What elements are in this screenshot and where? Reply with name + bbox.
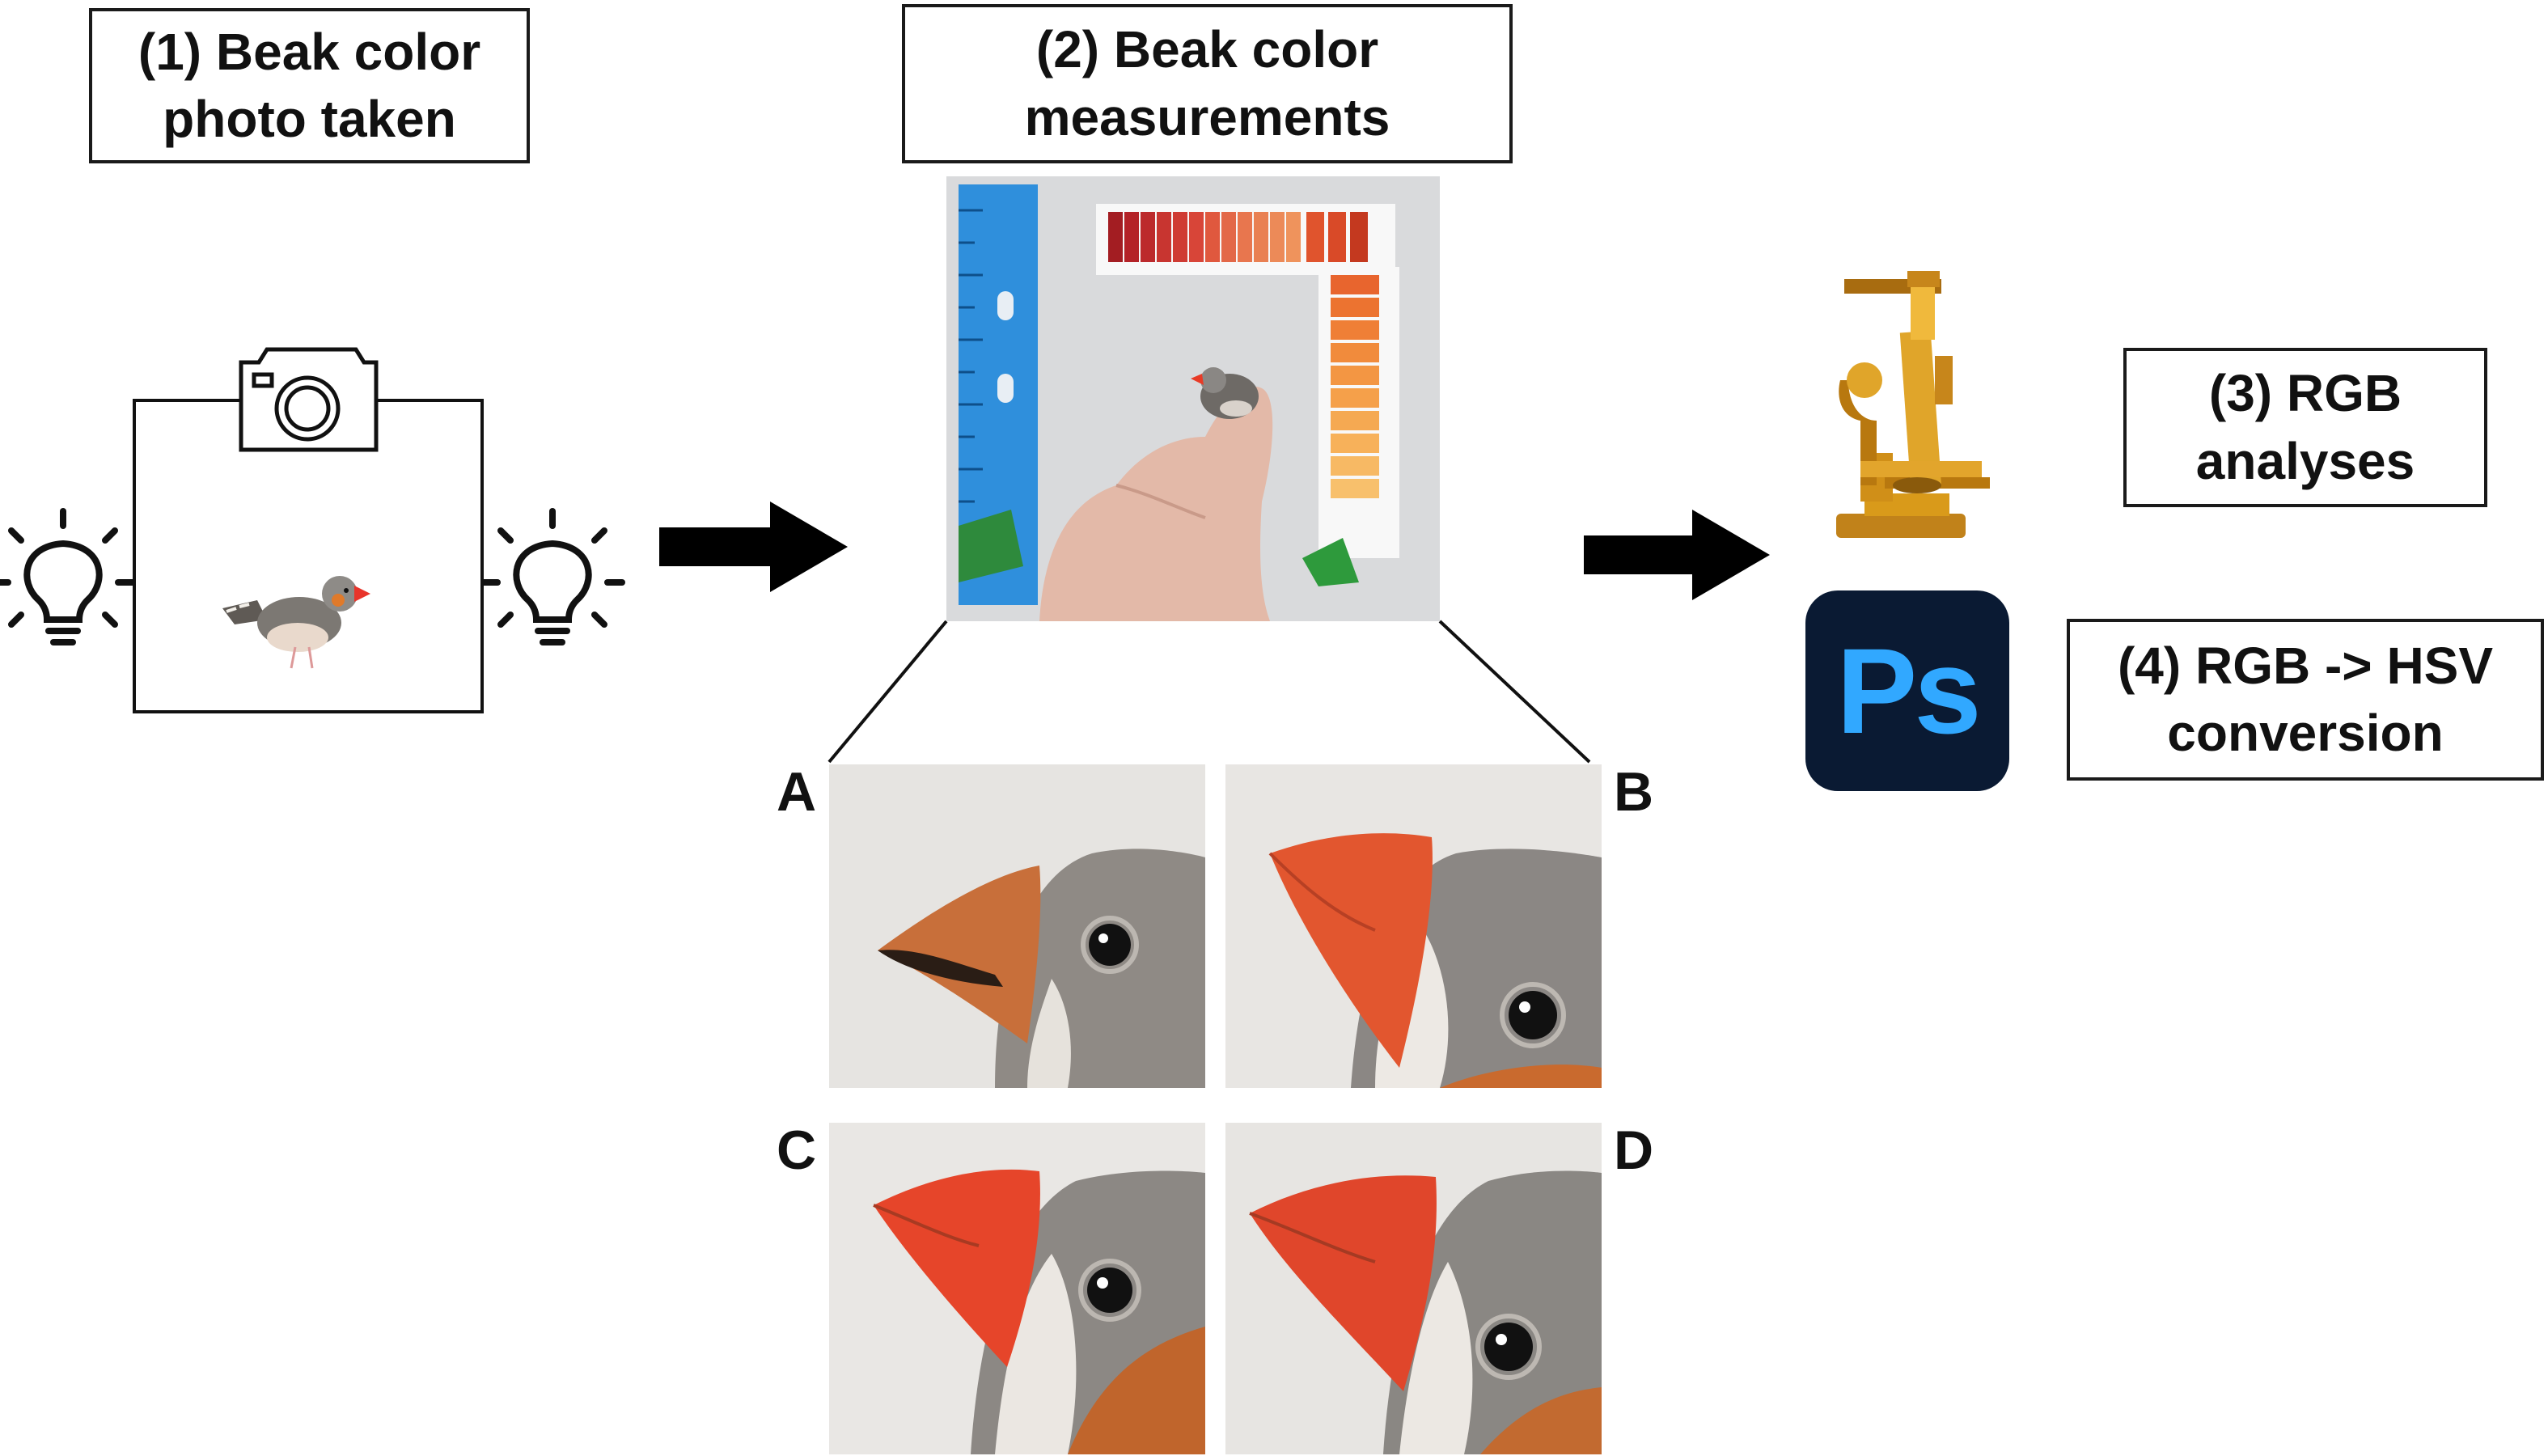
step3-box: (3) RGB analyses	[2123, 348, 2487, 507]
light-bulb-icon	[480, 508, 625, 645]
right-arrow-icon	[659, 502, 848, 592]
measurement-photo	[946, 176, 1440, 621]
step1-line1: (1) Beak color	[138, 22, 481, 81]
panel-c-photo	[829, 1123, 1205, 1454]
panel-b-photo	[1225, 764, 1602, 1088]
photo-box	[133, 399, 484, 713]
light-bulb-icon	[0, 508, 136, 645]
step1-line2: photo taken	[163, 90, 456, 148]
panel-label-b: B	[1614, 761, 1654, 823]
step1-box: (1) Beak color photo taken	[89, 8, 530, 163]
step2-line1: (2) Beak color	[1035, 20, 1379, 79]
step4-line2: conversion	[2167, 704, 2444, 762]
step4-box: (4) RGB -> HSV conversion	[2067, 619, 2544, 781]
photoshop-label: Ps	[1836, 622, 1981, 759]
step4-line1: (4) RGB -> HSV	[2117, 636, 2494, 695]
camera-icon	[239, 347, 379, 452]
step2-line2: measurements	[1024, 87, 1390, 146]
step2-box: (2) Beak color measurements	[902, 4, 1513, 163]
panel-label-a: A	[777, 761, 817, 823]
panel-d-photo	[1225, 1123, 1602, 1454]
photoshop-icon	[1805, 590, 2009, 791]
right-arrow-icon	[1584, 510, 1770, 600]
step3-line1: (3) RGB	[2208, 364, 2402, 423]
panel-label-c: C	[777, 1120, 817, 1181]
panel-label-d: D	[1614, 1120, 1654, 1181]
panel-a-photo	[829, 764, 1205, 1088]
microscope-icon	[1836, 271, 1990, 538]
step3-line2: analyses	[2195, 431, 2415, 490]
zebra-finch-icon	[222, 576, 370, 669]
zoom-line	[1438, 620, 1591, 764]
zoom-line	[827, 620, 948, 764]
